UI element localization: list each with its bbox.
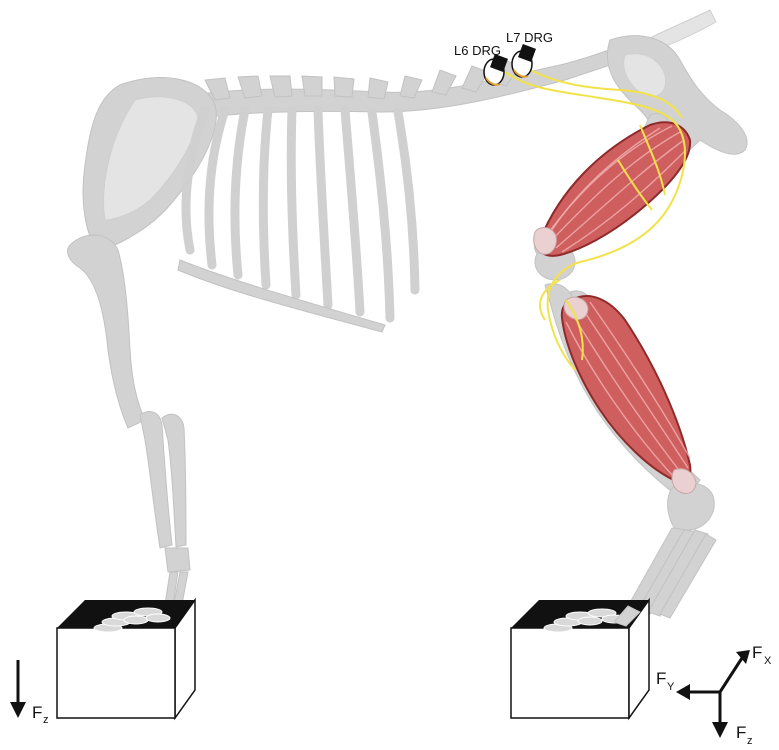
fz-arrow-left: F z bbox=[10, 660, 49, 726]
thigh-muscle bbox=[534, 122, 690, 255]
shank-muscle bbox=[562, 296, 696, 493]
l7-drg-label: L7 DRG bbox=[506, 30, 553, 45]
fx-subscript: X bbox=[764, 655, 772, 667]
fx-label: F bbox=[752, 643, 762, 662]
fz-right-label: F bbox=[736, 723, 746, 742]
force-plate-hindlimb bbox=[511, 600, 649, 718]
force-axes: F X F Y F z bbox=[656, 643, 772, 747]
fz-left-subscript: z bbox=[43, 714, 49, 726]
rib-cage bbox=[178, 110, 415, 332]
fz-right-subscript: z bbox=[747, 735, 753, 747]
fz-left-label: F bbox=[32, 703, 42, 722]
force-plate-forelimb bbox=[57, 600, 195, 718]
fy-label: F bbox=[656, 669, 666, 688]
l6-drg-label: L6 DRG bbox=[454, 43, 501, 58]
scapula bbox=[83, 78, 216, 250]
fy-subscript: Y bbox=[667, 681, 675, 693]
forelimb bbox=[68, 235, 190, 626]
